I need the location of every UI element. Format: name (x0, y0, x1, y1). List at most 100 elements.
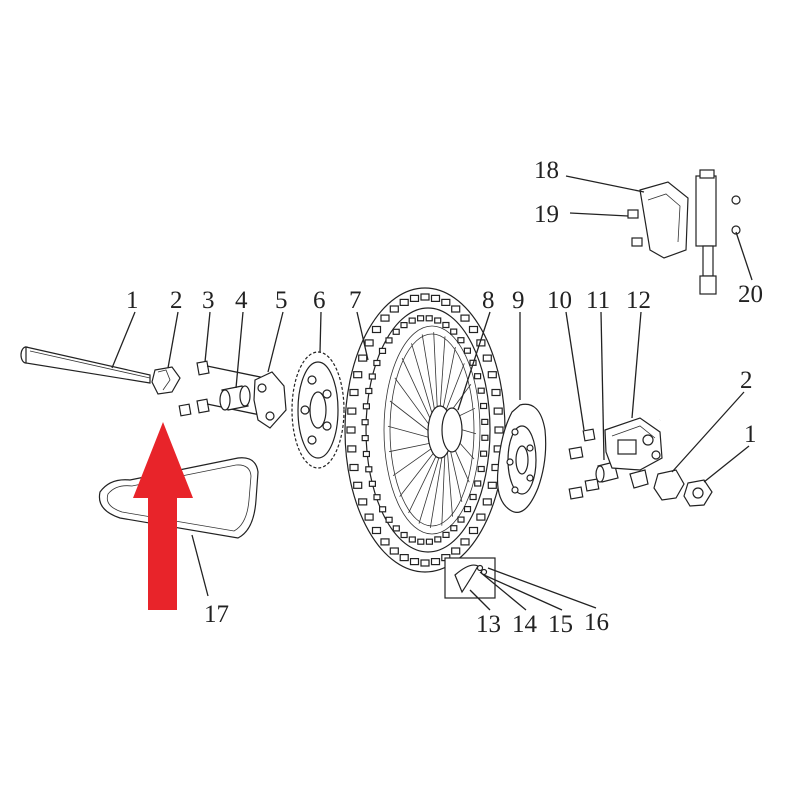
tire-knob (434, 536, 442, 543)
tire-knob (385, 337, 393, 344)
tire-knob (385, 516, 393, 523)
rear-wheel-tire (344, 287, 506, 573)
tire-knob (425, 315, 433, 322)
disc-bolts (568, 428, 600, 500)
wheel-spoke (444, 363, 465, 414)
tire-knob (365, 387, 373, 395)
tire-knob (349, 388, 359, 397)
tire-knob (482, 354, 492, 362)
tire-knob (392, 328, 400, 335)
tire-knob (477, 465, 485, 473)
tire-knob (481, 434, 489, 441)
wheel-spoke (421, 334, 436, 413)
tire-knob (371, 325, 382, 334)
tire-knob (368, 373, 376, 380)
tire-knob (347, 445, 357, 453)
tire-knob (474, 373, 482, 380)
wheel-spoke (441, 451, 446, 526)
tire-knobs (346, 293, 504, 567)
tire-knob (392, 525, 400, 532)
adjuster-nut-left (151, 366, 181, 395)
brake-disc (496, 403, 547, 513)
tire-knob (463, 506, 472, 513)
callout-18: 18 (534, 157, 559, 184)
rear-sprocket (291, 351, 345, 469)
leader-lines (111, 175, 753, 611)
tire-knob (353, 481, 363, 489)
tire-knob (457, 337, 465, 344)
tire-knob (463, 347, 471, 354)
tire-knob (364, 513, 374, 521)
tire-knob (420, 293, 430, 301)
tire-knob (451, 547, 461, 555)
tire-knob (400, 531, 408, 539)
tire-knob (460, 314, 470, 322)
wheel-spoke (394, 377, 431, 427)
tire-knob (409, 294, 420, 302)
tire-knob (457, 516, 465, 523)
tire-knob (450, 328, 458, 335)
adjuster-nut-right (653, 469, 685, 501)
tire-knob (373, 494, 381, 501)
wheel-spoke (439, 336, 446, 411)
callout-2-right: 2 (740, 367, 753, 394)
callout-10: 10 (547, 287, 572, 314)
tire-knob (493, 407, 503, 415)
wheel-spoke (433, 332, 438, 411)
tire-knob (378, 347, 387, 354)
callout-20: 20 (738, 281, 763, 308)
callout-2: 2 (170, 287, 183, 314)
tire-knob (389, 305, 399, 313)
callout-3: 3 (202, 287, 215, 314)
tire-knob (480, 402, 488, 410)
tire-knob (371, 526, 382, 535)
tire-knob (480, 450, 488, 457)
tire-knob (417, 315, 425, 322)
tire-knob (361, 435, 369, 442)
tire-knob (358, 498, 368, 506)
tire-knob (487, 481, 497, 489)
tire-knob (353, 371, 363, 379)
callout-5: 5 (275, 287, 288, 314)
tire-knob (481, 418, 489, 425)
wheel-spoke (389, 400, 431, 433)
tire-knob (409, 557, 420, 566)
tire-knob (494, 426, 504, 434)
tire-knob (451, 305, 461, 313)
wheel-spoke (429, 453, 443, 528)
callout-8: 8 (482, 287, 495, 314)
callout-16: 16 (584, 609, 609, 636)
wheel-spokes (387, 332, 477, 528)
tire-knob (408, 317, 416, 324)
wheel-spoke (411, 343, 434, 417)
callout-15: 15 (548, 611, 573, 638)
tire-knob (474, 480, 482, 487)
tire-knob (441, 298, 451, 306)
axle-nut (683, 479, 713, 507)
tire-knob (487, 371, 497, 379)
wheel-spoke (389, 442, 432, 453)
wheel-spoke (392, 447, 434, 477)
tire-knob (468, 526, 479, 535)
tire-knob (346, 426, 356, 434)
sprocket-bolts (178, 360, 266, 417)
brake-caliper (604, 417, 663, 489)
wheel-spoke (446, 447, 453, 517)
tire-knob (399, 553, 409, 562)
tire-knob (477, 387, 485, 394)
tire-knob (349, 463, 359, 472)
callout-1-right: 1 (744, 421, 757, 448)
tire-knob (373, 359, 381, 367)
tire-knob (482, 498, 492, 506)
callout-7: 7 (349, 287, 362, 314)
callout-11: 11 (586, 287, 610, 314)
callout-17: 17 (204, 601, 229, 628)
tire-knob (380, 314, 390, 322)
tire-knob (368, 480, 376, 487)
wheel-spoke (399, 450, 436, 497)
tire-knob (408, 536, 416, 543)
callout-13: 13 (476, 611, 501, 638)
axle (20, 346, 151, 384)
tire-knob (442, 321, 450, 329)
